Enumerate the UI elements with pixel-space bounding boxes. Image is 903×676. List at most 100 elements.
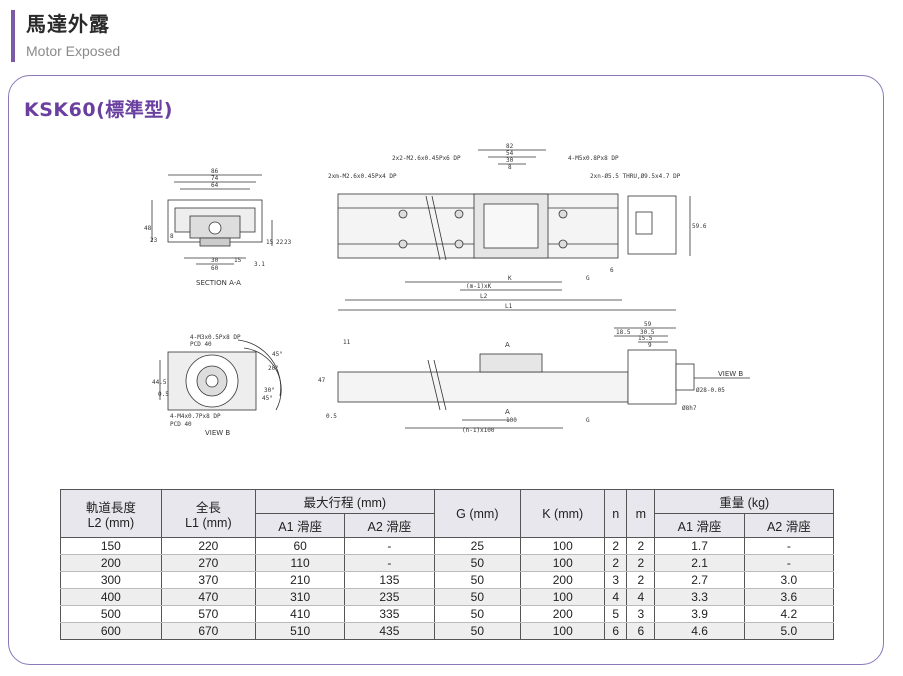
col-max-stroke: 最大行程 (mm) xyxy=(255,489,435,514)
dim-text: 11 xyxy=(343,339,351,346)
cell: 50 xyxy=(433,622,522,640)
dim-text: (m-1)xK xyxy=(466,283,492,290)
cell: - xyxy=(743,537,835,555)
dim-text: 100 xyxy=(506,417,517,424)
cell: 510 xyxy=(254,622,346,640)
dim-text: (n-1)x100 xyxy=(462,427,495,434)
dim-text: 44.5 xyxy=(152,379,167,386)
cell: 5 xyxy=(604,605,628,623)
end-view xyxy=(159,339,282,411)
cell: 50 xyxy=(433,588,522,606)
cell: 1.7 xyxy=(654,537,745,555)
callout-text: 2xm-M2.6x0.45Px4 DP xyxy=(328,173,397,180)
dim-text: 8 xyxy=(508,164,512,171)
dim-text: 6 xyxy=(610,267,614,274)
title-accent-bar xyxy=(11,10,15,62)
dim-text: 30 xyxy=(211,257,219,264)
col-weight: 重量 (kg) xyxy=(654,489,834,514)
front-section-view xyxy=(151,174,273,265)
cell: 3.9 xyxy=(654,605,745,623)
dim-text: L2 xyxy=(480,293,488,300)
section-marker: A xyxy=(505,341,510,349)
cell: 200 xyxy=(520,605,606,623)
dim-text: 15 xyxy=(266,239,274,246)
cell: 2 xyxy=(626,571,656,589)
dim-text: 9 xyxy=(648,342,652,349)
cell: 60 xyxy=(254,537,346,555)
cell: 3 xyxy=(604,571,628,589)
dim-text: 15.5 xyxy=(638,335,653,342)
col-m: m xyxy=(626,489,656,538)
dim-text: 59 xyxy=(644,321,652,328)
dim-text: 54 xyxy=(506,150,514,157)
dim-text: 23 xyxy=(284,239,292,246)
cell: 50 xyxy=(433,571,522,589)
cell: 25 xyxy=(433,537,522,555)
content-panel xyxy=(8,75,884,665)
cell: 270 xyxy=(160,554,257,572)
dim-text: 20° xyxy=(268,365,279,372)
cell: 3.6 xyxy=(743,588,835,606)
cell: 400 xyxy=(60,588,162,606)
front-section-dims: 86 74 64 48 23 8 30 60 15 3.1 15 22 23 S… xyxy=(144,168,292,287)
cell: 2.1 xyxy=(654,554,745,572)
model-title: KSK60(標準型) xyxy=(24,99,173,121)
cell: 4 xyxy=(604,588,628,606)
dim-text: 64 xyxy=(211,182,219,189)
dim-text: 23 xyxy=(150,237,158,244)
cell: 110 xyxy=(254,554,346,572)
side-view-dims: 11 47 0.5 A A 100 G (n-1)x100 59 18.5 30… xyxy=(318,321,743,434)
dim-text: 8 xyxy=(170,233,174,240)
dim-text: 30.5 xyxy=(640,329,655,336)
cell: 6 xyxy=(604,622,628,640)
page-title: 馬達外露 xyxy=(26,12,110,36)
cell: 4.6 xyxy=(654,622,745,640)
top-view xyxy=(337,149,691,311)
callout-text: 4-M3x0.5Px8 DP xyxy=(190,334,241,341)
dim-text: 30° xyxy=(264,387,275,394)
dim-text: 18.5 xyxy=(616,329,631,336)
cell: 335 xyxy=(344,605,435,623)
cell: 2 xyxy=(604,554,628,572)
cell: 100 xyxy=(520,622,606,640)
cell: 5.0 xyxy=(743,622,835,640)
dim-text: 47 xyxy=(318,377,326,384)
dim-text: L1 xyxy=(505,303,513,310)
cell: 300 xyxy=(60,571,162,589)
dim-text: 86 xyxy=(211,168,219,175)
dim-text: 3.1 xyxy=(254,261,265,268)
cell: 50 xyxy=(433,605,522,623)
callout-text: 4-M4x0.7Px8 DP xyxy=(170,413,221,420)
cell: 100 xyxy=(520,554,606,572)
cell: 310 xyxy=(254,588,346,606)
cell: 570 xyxy=(160,605,257,623)
cell: 3 xyxy=(626,605,656,623)
dim-text: 15 xyxy=(234,257,242,264)
cell: 100 xyxy=(520,537,606,555)
col-weight-a1: A1 滑座 xyxy=(654,513,745,538)
cell: 2 xyxy=(604,537,628,555)
top-view-dims: 2x2-M2.6x0.45Px6 DP 4-M5x0.8Px8 DP 2xm-M… xyxy=(328,143,707,310)
cell: 435 xyxy=(344,622,435,640)
side-view xyxy=(337,327,750,429)
cell: 670 xyxy=(160,622,257,640)
cell: 410 xyxy=(254,605,346,623)
dim-text: 22 xyxy=(276,239,284,246)
col-k: K (mm) xyxy=(520,489,606,538)
dim-text: 0.5 xyxy=(326,413,337,420)
cell: 150 xyxy=(60,537,162,555)
dim-text: 30 xyxy=(506,157,514,164)
dim-text: 82 xyxy=(506,143,514,150)
dim-text: Ø8h7 xyxy=(682,405,697,412)
cell: - xyxy=(344,554,435,572)
dim-text: Ø28-0.05 xyxy=(696,387,725,394)
view-label: VIEW B xyxy=(205,429,230,437)
cell: - xyxy=(743,554,835,572)
callout-text: PCD 40 xyxy=(190,341,212,348)
